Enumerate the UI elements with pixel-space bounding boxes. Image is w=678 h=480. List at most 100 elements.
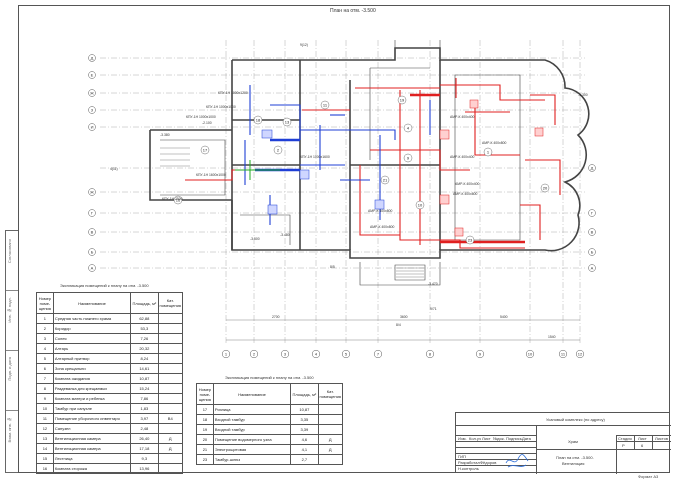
drawing-frame (18, 5, 670, 473)
room-number: 17 (203, 148, 208, 153)
stairs-hatch (160, 147, 424, 278)
room-area-cell: 10,87 (290, 404, 319, 415)
room-name-cell: Комната ожидания (52, 373, 132, 384)
level-mark: -3.500 (250, 237, 260, 241)
table-header-cell: Площадь, м² (130, 292, 159, 314)
room-category-cell (157, 453, 184, 464)
duct-label: АМР-К 400х400 (450, 155, 475, 159)
room-number: 21 (383, 178, 388, 183)
room-area-cell: 1,83 (130, 403, 159, 414)
axis-grid (100, 40, 585, 345)
room-number-cell: 21 (196, 444, 214, 455)
room-area-cell: 3,39 (290, 424, 319, 435)
room-number-cell: 4 (36, 343, 54, 354)
room-number-cell: 2 (36, 323, 54, 334)
duct-label: КПУ-1Н 2500 (162, 197, 183, 201)
room-name-cell: Ризница (212, 404, 292, 415)
equipment-blocks (261, 129, 385, 215)
table-header-cell: Наименование (52, 292, 132, 314)
left-axis-label: Е (91, 73, 94, 78)
stage-value: Р (622, 443, 625, 448)
left-axis-label: А (91, 266, 94, 271)
side-cell-approved: Согласовано (6, 231, 18, 291)
left-axis-labels: Д Е Ж З И Ж Г В Б А (90, 56, 94, 271)
dimension-value: 2700 (272, 315, 280, 319)
bottom-axis-label: 11 (561, 352, 566, 357)
room-number-cell: 3 (36, 333, 54, 344)
room-name-cell: Входной тамбур (212, 424, 292, 435)
axis-note: 9/71 (430, 307, 437, 311)
room-category-cell (317, 424, 344, 435)
plan-annotations: 9(12) 4(11) 8/5 8/4 9/71 КПУ-1Н 1000х120… (110, 43, 588, 339)
room-name-cell: Средняя часть нижнего храма (52, 313, 132, 324)
signature-mark (505, 454, 529, 468)
room-area-cell: 53,3 (130, 323, 159, 334)
room-category-cell (157, 463, 184, 474)
room-number-cell: 8 (36, 383, 54, 394)
sheet-title-line2: Вентиляция (562, 461, 585, 466)
bottom-axis-label: 2 (253, 352, 256, 357)
room-area-cell: 8,24 (130, 353, 159, 364)
room-category-cell (317, 454, 344, 465)
diffuser-blocks (439, 99, 544, 237)
room-number: 20 (543, 186, 548, 191)
room-name-cell: Санузел (52, 423, 132, 434)
duct-label: КПУ-1Н 1600х1000 (196, 173, 226, 177)
room-number: 16 (176, 198, 181, 203)
right-axis-label: Г (591, 211, 594, 216)
room-category-cell (157, 373, 184, 384)
axis-note: 4(11) (110, 167, 118, 171)
stamp-col-date: Дата (522, 436, 531, 441)
level-mark: -2.100 (202, 121, 212, 125)
level-mark: -3.470 (428, 282, 438, 286)
level-mark: -3.480 (280, 233, 290, 237)
room-area-cell: 9,3 (130, 453, 159, 464)
room-name-cell: Комната сторожа (52, 463, 132, 474)
room-number-cell: 19 (196, 424, 214, 435)
bottom-axis-label: 5 (345, 352, 348, 357)
object-name: Храм (568, 439, 578, 444)
room-number-cell: 1 (36, 313, 54, 324)
stamp-role-gip: ГИП (458, 454, 466, 459)
room-number: 11 (323, 103, 328, 108)
duct-label: КПУ-1Н 1000х1000 (206, 105, 236, 109)
bottom-axis-label: 8 (429, 352, 432, 357)
plan-title: План на отм. -3.500 (330, 8, 376, 14)
room-category-cell (157, 343, 184, 354)
table2-caption: Экспликация помещений к плану на отм. -3… (225, 375, 314, 380)
room-name-cell: Тамбур при санузле (52, 403, 132, 414)
room-name-cell: Раздевалка для крещаемых (52, 383, 132, 394)
duct-label: АМР-К 400х800 (453, 192, 478, 196)
right-axis-labels: Д Г В Б А (591, 166, 594, 271)
bottom-axis-label: 10 (528, 352, 533, 357)
room-category-cell (157, 423, 184, 434)
duct-label: АМР-К 400х400 (450, 115, 475, 119)
green-duct (235, 160, 280, 180)
bottom-axis-label: 4 (315, 352, 318, 357)
axis-note: 8/4 (396, 323, 401, 327)
room-category-cell (317, 414, 344, 425)
table-header-cell: Кат. помещения (157, 292, 184, 314)
room-number-cell: 15 (36, 453, 54, 464)
side-approval-strip: Согласовано Инв. № подл. Подп. и дата Вз… (5, 230, 18, 473)
exhaust-ducts (244, 85, 431, 225)
left-axis-label: Ж (90, 91, 94, 96)
duct-label: АМР-К 400х800 (370, 225, 395, 229)
room-name-cell: Вентиляционная камера (52, 443, 132, 454)
room-area-cell: 4,1 (290, 444, 319, 455)
room-name-cell: Алтарный притвор (52, 353, 132, 364)
room-name-cell: Вентиляционная камера (52, 433, 132, 444)
table-header-row: Номер поме-щения Наименование Площадь, м… (196, 383, 344, 405)
room-schedule-table-2: Номер поме-щения Наименование Площадь, м… (196, 383, 344, 465)
